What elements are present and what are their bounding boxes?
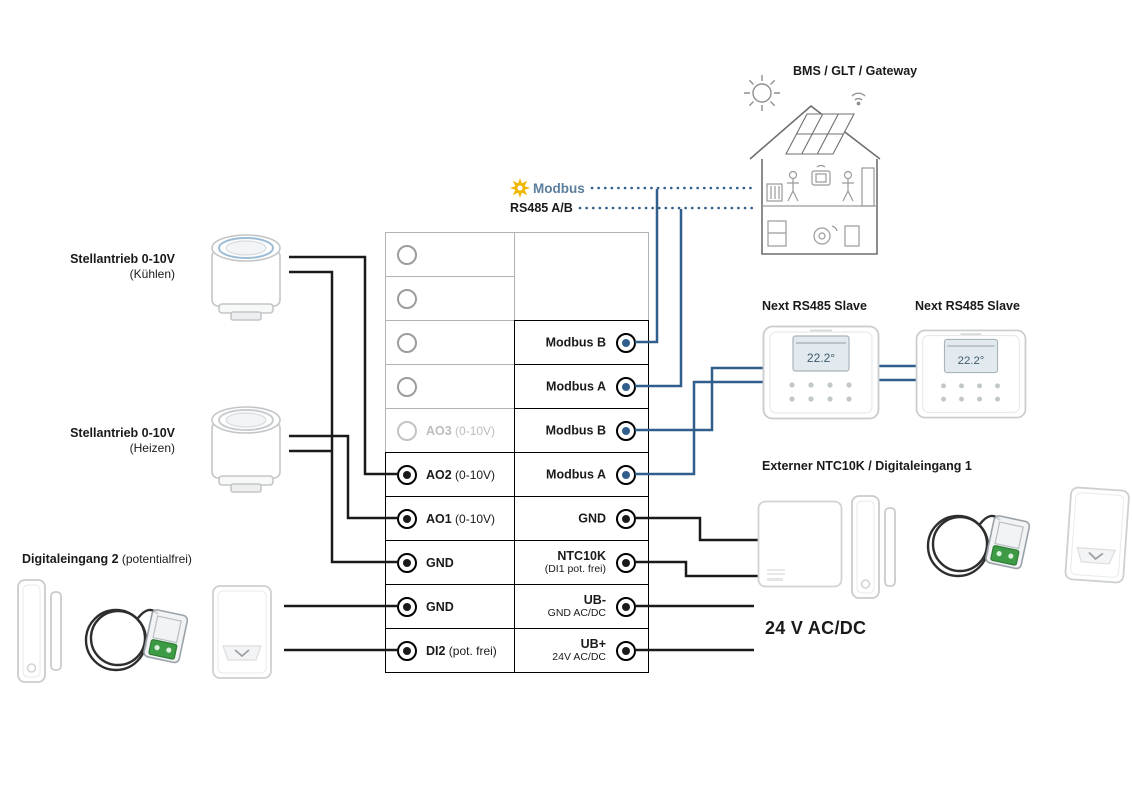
terminal-contact-icon [397,552,417,573]
keycard-switch-1 [211,584,273,685]
modbus-logo-text: Modbus [533,180,585,196]
house-illustration [740,56,890,268]
wall-sensor [757,500,843,593]
terminal-label: AO2 (0-10V) [426,467,496,482]
actuator-heating-label: Stellantrieb 0-10V (Heizen) [70,426,175,455]
slave2-label: Next RS485 Slave [915,299,1020,313]
terminal-label: Modbus A [546,467,606,481]
terminal-label: Modbus A [546,379,606,393]
terminal-di2: DI2 (pot. frei) [385,628,515,673]
rs485-slave-thermostat-2: 22.2° [915,329,1027,424]
terminal-label: Modbus B [545,335,606,349]
terminal-ntc10k: NTC10K(DI1 pot. frei) [514,540,649,585]
terminal-contact-icon [616,596,636,617]
thermostat-touch-icons [941,383,1000,402]
solar-panel [785,113,855,155]
bms-gateway-label: BMS / GLT / Gateway [793,64,918,78]
terminal-label: AO3 (0-10V) [426,423,496,438]
terminal-contact-icon [397,464,417,485]
terminal-contact-icon [616,640,636,661]
door-contact-sensor-1 [16,576,64,693]
terminal-ub-plus: UB+24V AC/DC [514,628,649,673]
power-label: 24 V AC/DC [765,618,867,638]
modbus-logo: Modbus [510,178,585,198]
terminal-right-spacer [514,232,649,321]
terminal-empty-3 [385,320,515,365]
terminal-gnd-left-2: GND [385,584,515,629]
thermostat-display-temp: 22.2° [958,355,985,367]
terminal-contact-icon [616,508,636,529]
terminal-ub-minus: UB-GND AC/DC [514,584,649,629]
terminal-contact-icon [397,332,417,353]
ntc-cable-sensor-2 [918,486,1031,603]
terminal-empty-4 [385,364,515,409]
terminal-contact-icon [616,552,636,573]
rs485-label: RS485 A/B [510,201,573,215]
terminal-contact-icon [616,376,636,397]
terminal-label: GND [426,599,454,614]
actuator-cooling [203,226,289,327]
thermostat-display-temp: 22.2° [807,351,835,365]
sun-icon [744,75,780,111]
external-input-label: Externer NTC10K / Digitaleingang 1 [762,459,972,473]
terminal-contact-icon [397,288,417,309]
terminal-contact-icon [397,244,417,265]
terminal-contact-icon [397,420,417,441]
terminal-label: UB+24V AC/DC [552,636,606,663]
terminal-modbus-b-1: Modbus B [514,320,649,365]
terminal-label: UB-GND AC/DC [547,592,606,619]
actuator-heating [203,398,289,499]
terminal-label: GND [426,555,454,570]
keycard-switch-2 [1063,485,1132,590]
terminal-label: DI2 (pot. frei) [426,643,497,658]
terminal-label: GND [578,511,606,525]
house-interior-icons [762,164,877,247]
terminal-contact-icon [397,508,417,529]
terminal-contact-icon [616,332,636,353]
terminal-contact-icon [397,596,417,617]
terminal-contact-icon [397,640,417,661]
terminal-contact-icon [616,420,636,441]
thermostat-touch-icons [789,382,852,402]
terminal-modbus-a-2: Modbus A [514,452,649,497]
modbus-gear-icon [510,178,530,198]
terminal-block: AO3 (0-10V) AO2 (0-10V) AO1 (0-10V) GND … [385,232,649,673]
ntc-cable-sensor-1 [76,580,189,697]
slave1-label: Next RS485 Slave [762,299,867,313]
terminal-gnd-left-1: GND [385,540,515,585]
terminal-gnd-right: GND [514,496,649,541]
terminal-modbus-a-1: Modbus A [514,364,649,409]
terminal-ao3: AO3 (0-10V) [385,408,515,453]
terminal-contact-icon [397,376,417,397]
terminal-label: AO1 (0-10V) [426,511,496,526]
terminal-ao2: AO2 (0-10V) [385,452,515,497]
terminal-label: Modbus B [545,423,606,437]
door-contact-sensor-2 [850,492,898,609]
terminal-label: NTC10K(DI1 pot. frei) [544,548,606,575]
rs485-slave-thermostat-1: 22.2° [762,325,880,425]
wifi-icon [851,92,866,106]
modbus-bus-dotted-lines [578,186,758,210]
terminal-empty-2 [385,276,515,321]
terminal-contact-icon [616,464,636,485]
digital-input2-label: Digitaleingang 2 (potentialfrei) [22,552,192,566]
terminal-modbus-b-2: Modbus B [514,408,649,453]
terminal-empty-1 [385,232,515,277]
terminal-ao1: AO1 (0-10V) [385,496,515,541]
actuator-cooling-label: Stellantrieb 0-10V (Kühlen) [70,252,175,281]
